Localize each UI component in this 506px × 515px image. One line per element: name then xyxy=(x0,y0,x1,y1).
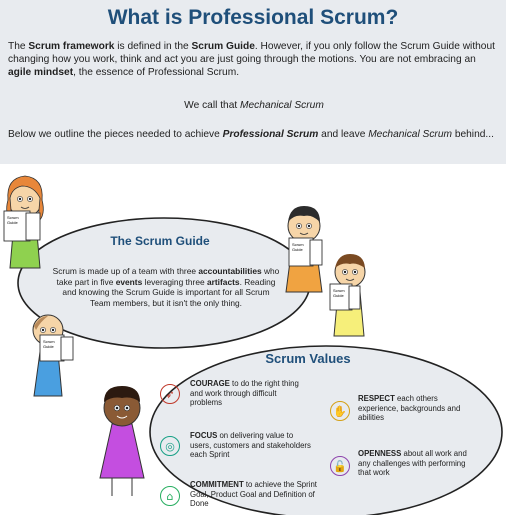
value-courage: COURAGE to do the right thing and work t… xyxy=(190,379,308,408)
intro-paragraph-3: Below we outline the pieces needed to ac… xyxy=(8,128,500,141)
svg-text:Guide: Guide xyxy=(43,344,54,349)
value-respect-head: RESPECT xyxy=(358,394,395,403)
handshake-icon: ✋ xyxy=(330,401,350,421)
svg-text:Scrum: Scrum xyxy=(43,339,55,344)
svg-text:Guide: Guide xyxy=(292,247,303,252)
scrum-values-title: Scrum Values xyxy=(265,351,351,366)
text-run: . Reading and knowing the Scrum Guide is… xyxy=(62,276,276,308)
scrum-guide-document-icon: Scrum Guide xyxy=(3,210,41,242)
person-bald-blue-shirt: Scrum Guide xyxy=(32,314,74,397)
page-title: What is Professional Scrum? xyxy=(107,6,399,29)
text-run: Scrum framework xyxy=(28,41,115,52)
text-run: We call that xyxy=(184,100,241,111)
value-commitment: COMMITMENT to achieve the Sprint Goal, P… xyxy=(190,480,318,509)
text-run: Mechanical Scrum xyxy=(240,100,324,111)
text-run: Scrum Guide xyxy=(191,41,255,52)
value-respect-text: each others experience, backgrounds and … xyxy=(358,394,461,423)
svg-text:Guide: Guide xyxy=(7,220,18,225)
text-run: accountabilities xyxy=(198,266,262,276)
text-run: and leave xyxy=(318,129,369,140)
value-focus-text: on delivering value to users, customers … xyxy=(190,431,311,460)
scrum-guide-title: The Scrum Guide xyxy=(110,234,210,248)
svg-text:Guide: Guide xyxy=(333,293,344,298)
value-openness-head: OPENNESS xyxy=(358,449,402,458)
text-run: leveraging three xyxy=(142,276,207,287)
value-commitment-head: COMMITMENT xyxy=(190,480,244,489)
text-run: . However, if you only follow the Scrum … xyxy=(8,41,495,65)
text-run: events xyxy=(115,276,143,287)
value-courage-head: COURAGE xyxy=(190,379,230,388)
text-run: , the essence of Professional Scrum. xyxy=(73,67,240,78)
scrum-values-oval xyxy=(149,345,503,515)
text-run: Scrum is made up of a team with three xyxy=(52,266,199,276)
text-run: The xyxy=(8,41,29,52)
unlock-icon: 🔓 xyxy=(330,456,350,476)
person-purple-dress xyxy=(99,386,145,496)
text-run: behind... xyxy=(451,129,494,140)
value-respect: RESPECT each others experience, backgrou… xyxy=(358,394,470,423)
text-run: Below we outline the pieces needed to ac… xyxy=(8,129,223,140)
text-run: agile mindset xyxy=(8,67,74,78)
value-openness: OPENNESS about all work and any challeng… xyxy=(358,449,476,478)
svg-text:Scrum: Scrum xyxy=(7,215,19,220)
intro-paragraph-2: We call that Mechanical Scrum xyxy=(8,99,500,112)
value-openness-text: about all work and any challenges with p… xyxy=(358,449,467,478)
person-dark-hair-orange-shirt: Scrum Guide xyxy=(285,206,323,293)
value-focus-head: FOCUS xyxy=(190,431,218,440)
scrum-guide-description: Scrum is made up of a team with three ac… xyxy=(52,266,280,308)
target-icon: ◎ xyxy=(160,436,180,456)
text-run: Professional Scrum xyxy=(222,129,319,140)
value-commitment-text: to achieve the Sprint Goal, Product Goal… xyxy=(190,480,317,509)
building-icon: ⌂ xyxy=(160,486,180,506)
intro-panel: What is Professional Scrum? The Scrum fr… xyxy=(0,0,506,164)
rocket-icon: ➶ xyxy=(160,384,180,404)
text-run: Mechanical Scrum xyxy=(368,129,452,140)
value-focus: FOCUS on delivering value to users, cust… xyxy=(190,431,312,460)
person-brown-hair-yellow-shirt: Scrum Guide xyxy=(329,254,366,337)
value-courage-text: to do the right thing and work through d… xyxy=(190,379,299,408)
intro-paragraph-1: The Scrum framework is defined in the Sc… xyxy=(8,40,500,79)
svg-text:Scrum: Scrum xyxy=(292,242,304,247)
text-run: is defined in the xyxy=(114,41,192,52)
text-run: artifacts xyxy=(206,276,240,287)
text-run: who take part in five xyxy=(56,266,280,287)
svg-text:Scrum: Scrum xyxy=(333,288,345,293)
